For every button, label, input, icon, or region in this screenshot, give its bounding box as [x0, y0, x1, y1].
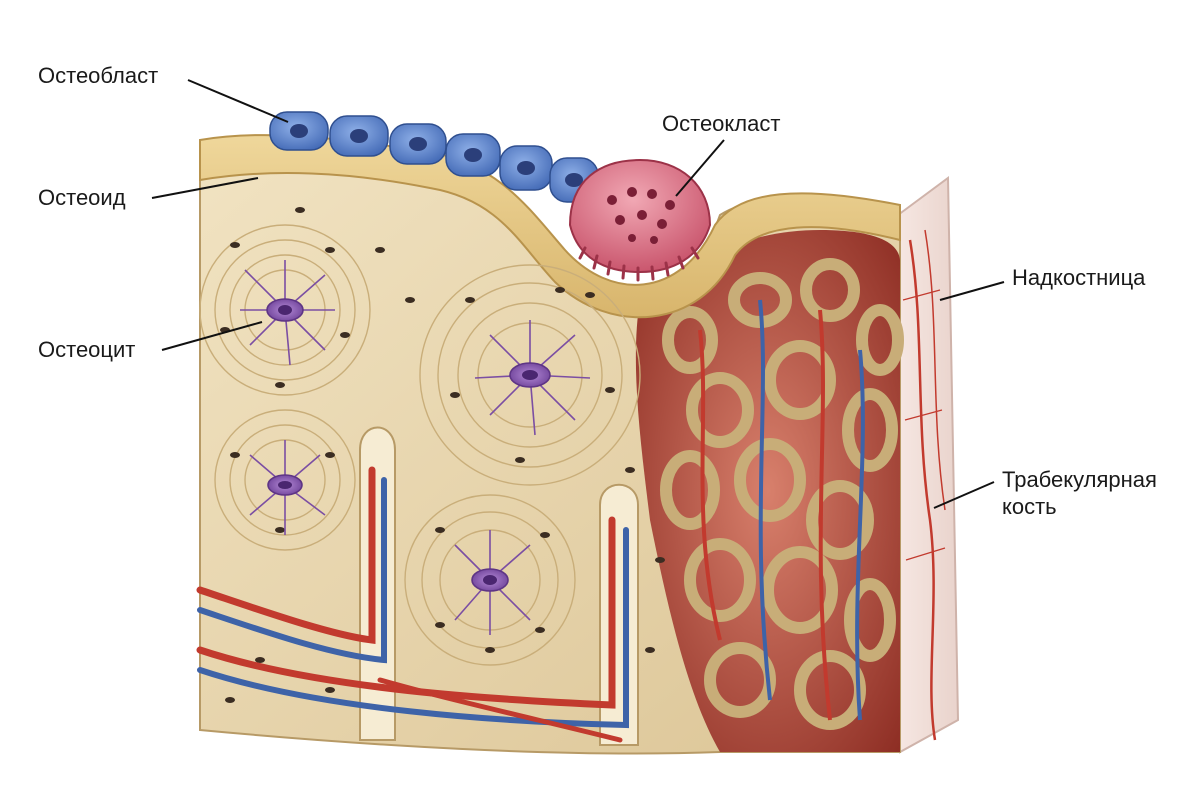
label-trabecular-bone: Трабекулярная кость	[1002, 466, 1157, 520]
leader-lines	[151, 79, 1005, 509]
label-trabecular-line1: Трабекулярная	[1002, 467, 1157, 492]
label-osteocyte: Остеоцит	[38, 337, 136, 362]
lacunae	[220, 207, 665, 703]
osteocytes	[240, 260, 591, 635]
osteoblast-cell	[389, 123, 447, 165]
osteocyte-2	[474, 320, 591, 436]
label-osteoclast: Остеокласт	[662, 111, 781, 136]
label-trabecular-line2: кость	[1002, 494, 1057, 519]
osteocyte-4	[454, 530, 531, 635]
osteocyte-1	[240, 260, 335, 366]
label-osteoblast: Остеобласт	[38, 63, 159, 88]
leader-osteoclast	[675, 139, 725, 197]
osteoblast-cell	[499, 145, 553, 191]
leader-trabecular	[933, 481, 995, 509]
leader-periosteum	[939, 281, 1005, 301]
leader-osteocyte	[161, 321, 263, 351]
osteoclast	[568, 158, 712, 282]
periosteum	[896, 176, 960, 754]
label-osteoid: Остеоид	[38, 185, 126, 210]
leader-osteoid	[151, 177, 259, 199]
blood-vessels	[196, 466, 629, 743]
osteoblast-cell	[445, 133, 501, 177]
osteon-2	[419, 264, 641, 486]
osteocyte-3	[249, 440, 326, 535]
osteon-1	[199, 224, 371, 396]
osteoblast-cell	[329, 115, 389, 157]
trabecular-bone	[635, 230, 904, 752]
label-periosteum: Надкостница	[1012, 265, 1146, 290]
leader-osteoblast	[187, 79, 289, 123]
